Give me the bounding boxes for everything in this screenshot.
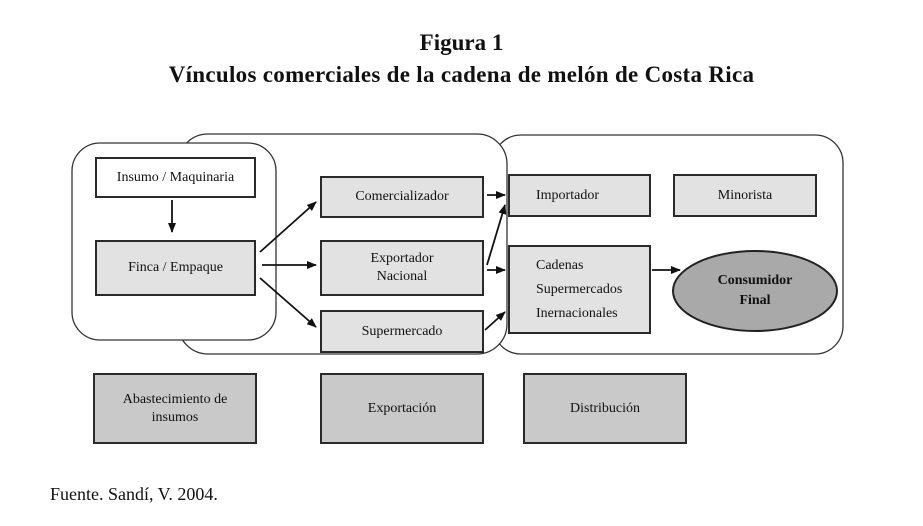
arrow-finca-supermercado (259, 277, 317, 328)
arrow-exportador-importador (486, 204, 507, 266)
stage-distribucion: Distribución (523, 373, 687, 444)
node-finca: Finca / Empaque (95, 240, 256, 296)
node-cadenas: Cadenas Supermercados Inernacionales (508, 245, 651, 334)
node-exportador: Exportador Nacional (320, 240, 484, 296)
node-minorista: Minorista (673, 174, 817, 217)
arrow-supermercado-cadenas (484, 311, 506, 331)
figure-title: Vínculos comerciales de la cadena de mel… (168, 62, 755, 87)
node-comercializador: Comercializador (320, 176, 484, 218)
consumer-ellipse (672, 250, 838, 332)
stage-exportacion: Exportación (320, 373, 484, 444)
source-note: Fuente. Sandí, V. 2004. (50, 484, 218, 504)
node-consumidor: Consumidor Final (717, 273, 793, 308)
node-supermercado: Supermercado (320, 310, 484, 353)
arrow-finca-comercializador (259, 201, 317, 253)
stage-abastecimiento: Abastecimiento de insumos (93, 373, 257, 444)
node-importador: Importador (508, 174, 651, 217)
figure-label: Figura 1 (419, 30, 504, 55)
node-insumo: Insumo / Maquinaria (95, 157, 256, 198)
